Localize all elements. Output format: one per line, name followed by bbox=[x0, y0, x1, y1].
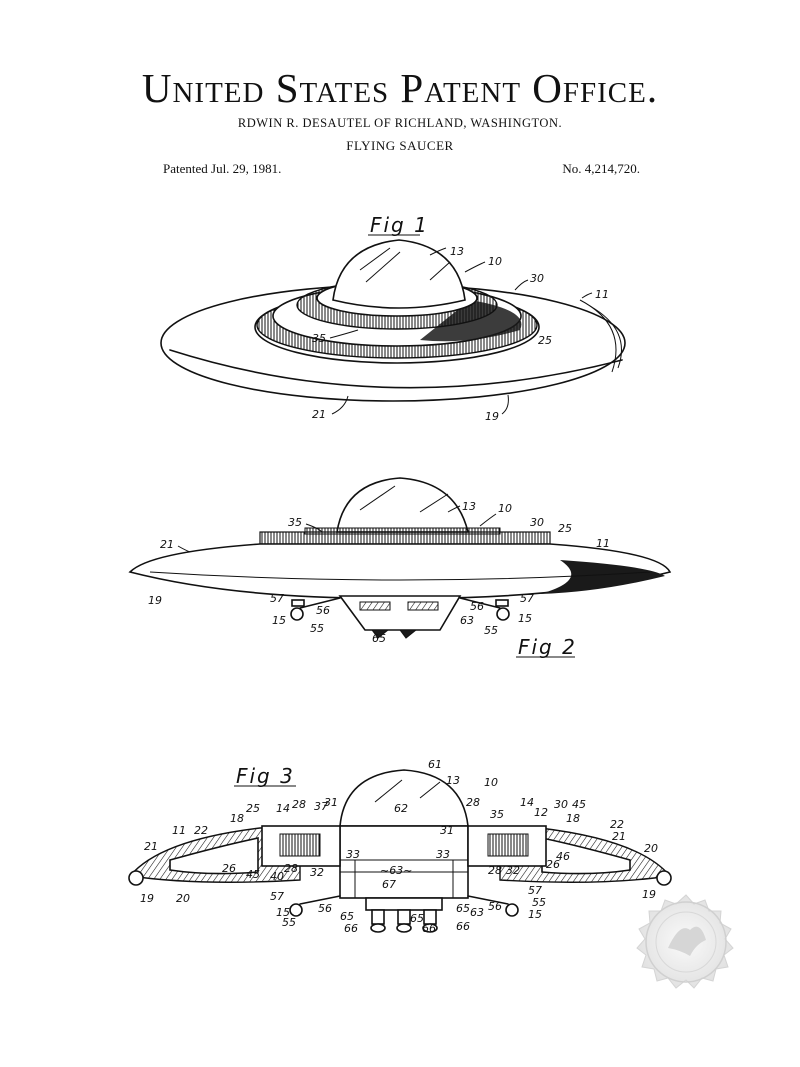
page-title: United States Patent Office. bbox=[141, 65, 659, 111]
svg-text:32: 32 bbox=[310, 866, 324, 879]
svg-text:28: 28 bbox=[488, 864, 502, 877]
svg-text:19: 19 bbox=[140, 892, 154, 905]
svg-text:66: 66 bbox=[422, 922, 436, 935]
svg-text:15: 15 bbox=[518, 612, 532, 625]
svg-text:30: 30 bbox=[530, 272, 544, 285]
svg-text:13: 13 bbox=[462, 500, 476, 513]
svg-text:18: 18 bbox=[566, 812, 580, 825]
svg-text:31: 31 bbox=[440, 824, 454, 837]
svg-text:57: 57 bbox=[520, 592, 534, 605]
figure-1: Fig 1 13 10 30 bbox=[160, 213, 626, 423]
svg-text:25: 25 bbox=[246, 802, 260, 815]
svg-text:10: 10 bbox=[498, 502, 512, 515]
svg-text:11: 11 bbox=[172, 824, 186, 837]
svg-text:21: 21 bbox=[312, 408, 326, 421]
svg-text:66: 66 bbox=[456, 920, 470, 933]
svg-text:55: 55 bbox=[310, 622, 324, 635]
svg-text:25: 25 bbox=[538, 334, 552, 347]
svg-text:11: 11 bbox=[595, 288, 609, 301]
svg-text:30: 30 bbox=[530, 516, 544, 529]
svg-text:10: 10 bbox=[484, 776, 498, 789]
svg-text:35: 35 bbox=[312, 332, 326, 345]
svg-text:19: 19 bbox=[485, 410, 499, 423]
svg-text:21: 21 bbox=[160, 538, 174, 551]
svg-text:19: 19 bbox=[642, 888, 656, 901]
svg-text:40: 40 bbox=[270, 870, 284, 883]
svg-text:45: 45 bbox=[246, 868, 260, 881]
svg-text:14: 14 bbox=[276, 802, 290, 815]
svg-text:56: 56 bbox=[470, 600, 484, 613]
svg-text:46: 46 bbox=[556, 850, 570, 863]
fig3-label: Fig 3 bbox=[236, 764, 295, 788]
svg-text:28: 28 bbox=[284, 862, 298, 875]
svg-text:56: 56 bbox=[316, 604, 330, 617]
svg-text:56: 56 bbox=[488, 900, 502, 913]
svg-text:25: 25 bbox=[558, 522, 572, 535]
svg-text:21: 21 bbox=[612, 830, 626, 843]
svg-text:57: 57 bbox=[270, 592, 284, 605]
svg-text:66: 66 bbox=[344, 922, 358, 935]
svg-text:28: 28 bbox=[466, 796, 480, 809]
svg-text:18: 18 bbox=[230, 812, 244, 825]
svg-text:26: 26 bbox=[222, 862, 236, 875]
svg-text:22: 22 bbox=[194, 824, 208, 837]
figure-3: Fig 3 bbox=[128, 758, 672, 935]
svg-text:22: 22 bbox=[610, 818, 624, 831]
svg-text:13: 13 bbox=[450, 245, 464, 258]
fig2-label: Fig 2 bbox=[518, 635, 577, 659]
svg-text:65: 65 bbox=[456, 902, 470, 915]
svg-text:15: 15 bbox=[276, 906, 290, 919]
svg-text:35: 35 bbox=[490, 808, 504, 821]
svg-text:13: 13 bbox=[446, 774, 460, 787]
svg-text:20: 20 bbox=[644, 842, 658, 855]
figure-2: 35 13 10 30 25 21 11 19 57 56 15 55 65 6… bbox=[128, 477, 672, 659]
svg-text:55: 55 bbox=[532, 896, 546, 909]
svg-text:67: 67 bbox=[382, 878, 396, 891]
svg-text:14: 14 bbox=[520, 796, 534, 809]
svg-text:31: 31 bbox=[324, 796, 338, 809]
svg-text:20: 20 bbox=[176, 892, 190, 905]
svg-text:19: 19 bbox=[148, 594, 162, 607]
invention-name: FLYING SAUCER bbox=[346, 138, 454, 153]
svg-text:35: 35 bbox=[288, 516, 302, 529]
svg-text:33: 33 bbox=[346, 848, 360, 861]
svg-text:~63~: ~63~ bbox=[380, 864, 412, 877]
svg-text:65: 65 bbox=[372, 632, 386, 645]
svg-text:55: 55 bbox=[282, 916, 296, 929]
patent-office-seal-icon bbox=[636, 894, 734, 989]
svg-text:57: 57 bbox=[528, 884, 542, 897]
svg-text:12: 12 bbox=[534, 806, 548, 819]
svg-text:57: 57 bbox=[270, 890, 284, 903]
patent-date: Patented Jul. 29, 1981. bbox=[163, 161, 282, 176]
svg-text:11: 11 bbox=[596, 537, 610, 550]
svg-text:28: 28 bbox=[292, 798, 306, 811]
svg-text:32: 32 bbox=[506, 864, 520, 877]
svg-text:62: 62 bbox=[394, 802, 408, 815]
svg-text:10: 10 bbox=[488, 255, 502, 268]
inventor-line: RDWIN R. DESAUTEL OF RICHLAND, WASHINGTO… bbox=[237, 116, 563, 130]
svg-text:15: 15 bbox=[272, 614, 286, 627]
svg-text:21: 21 bbox=[144, 840, 158, 853]
svg-text:65: 65 bbox=[340, 910, 354, 923]
svg-text:15: 15 bbox=[528, 908, 542, 921]
patent-number: No. 4,214,720. bbox=[562, 161, 640, 176]
svg-text:37: 37 bbox=[314, 800, 328, 813]
svg-text:33: 33 bbox=[436, 848, 450, 861]
svg-text:63: 63 bbox=[460, 614, 474, 627]
svg-text:45: 45 bbox=[572, 798, 586, 811]
svg-text:61: 61 bbox=[428, 758, 442, 771]
svg-text:65: 65 bbox=[410, 912, 424, 925]
svg-text:55: 55 bbox=[484, 624, 498, 637]
svg-text:26: 26 bbox=[546, 858, 560, 871]
svg-text:30: 30 bbox=[554, 798, 568, 811]
svg-text:63: 63 bbox=[470, 906, 484, 919]
fig1-label: Fig 1 bbox=[370, 213, 429, 237]
svg-text:56: 56 bbox=[318, 902, 332, 915]
